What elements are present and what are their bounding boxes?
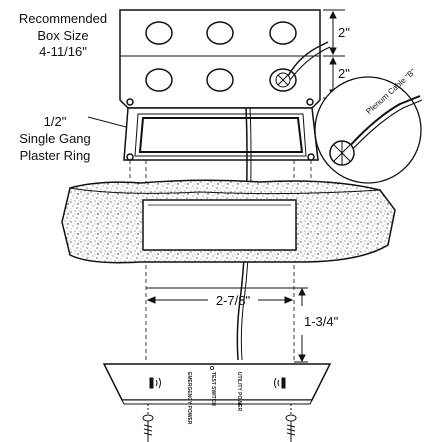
plaster-ring-leader (87, 116, 131, 129)
box-size-label-line1: Recommended (19, 11, 107, 26)
opening-dimension-marks (146, 287, 308, 363)
plaster-ring (123, 107, 319, 161)
dimension-height-label: 1-3/4" (304, 314, 339, 329)
mounting-screw-left (142, 404, 154, 442)
dimension-width-label: 2-7/8" (216, 293, 251, 308)
mounting-screw-right (285, 404, 297, 442)
plaster-ring-label-line1: 1/2" (44, 114, 67, 129)
cable-from-box (287, 41, 329, 77)
plate-test-switch-label: TEST SWITCH (210, 372, 216, 406)
plaster-ring-label-line2: Single Gang (19, 131, 91, 146)
box-size-label-line2: Box Size (37, 28, 88, 43)
wall-section (61, 179, 396, 264)
box-size-label-line3: 4-11/16" (39, 44, 87, 59)
test-switch-button (209, 365, 214, 370)
dimension-middle-label: 2" (338, 66, 350, 81)
indicator-right-icon (274, 377, 286, 389)
plate-emergency-label: EMERGENCY POWER (186, 372, 192, 425)
plenum-cable-inset (314, 76, 423, 184)
indicator-left-icon (149, 377, 161, 389)
face-plate (102, 363, 332, 405)
junction-box (119, 9, 321, 109)
plate-utility-label: UTILITY POWER (236, 372, 242, 411)
dimension-top-label: 2" (338, 25, 350, 40)
plaster-ring-label-line3: Plaster Ring (20, 148, 91, 163)
